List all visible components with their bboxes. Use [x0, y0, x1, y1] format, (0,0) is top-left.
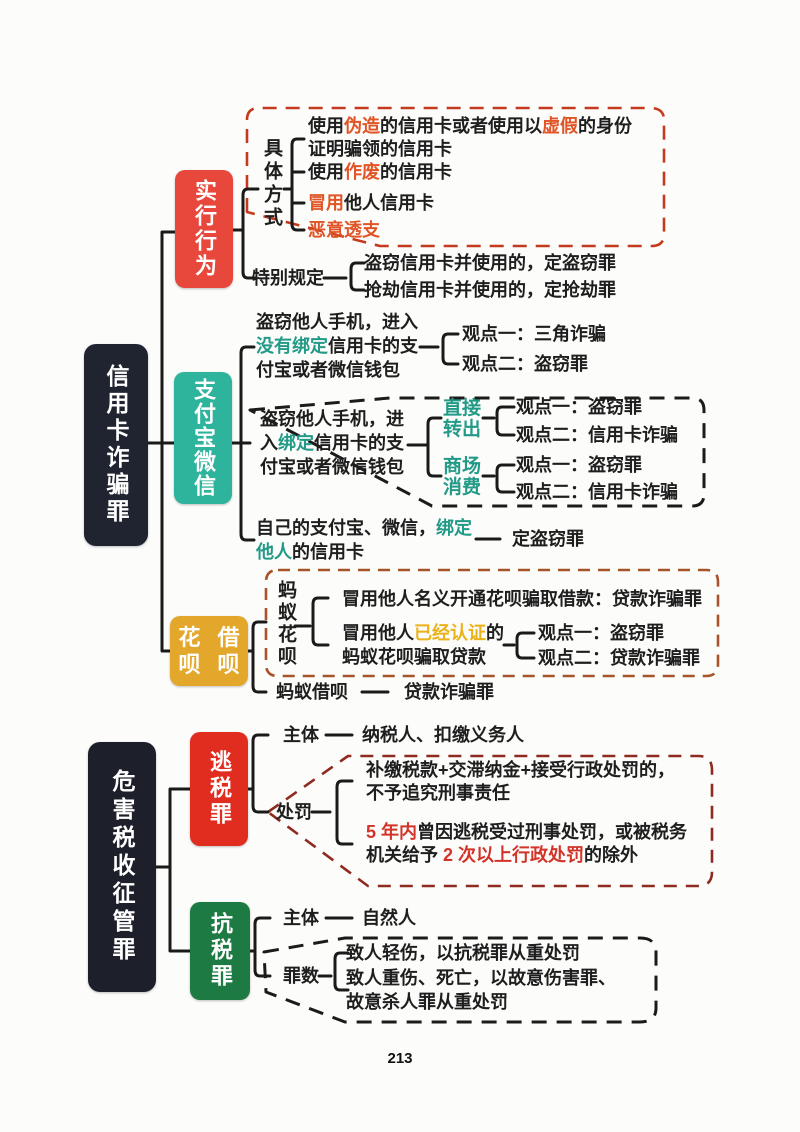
evasion-punish-label: 处罚 [276, 802, 312, 822]
case-unbound-text: 盗窃他人手机，进入没有绑定信用卡的支付宝或者微信钱包 [256, 312, 418, 380]
node-alipay-wechat: 支付宝微信 [174, 372, 232, 504]
evasion-subject-value: 纳税人、扣缴义务人 [362, 725, 524, 745]
punish-callout-box [266, 754, 714, 888]
label-special-rules: 特别规定 [252, 268, 324, 288]
shopping-view-1: 观点一：盗窃罪 [516, 455, 642, 475]
special-rule-1: 盗窃信用卡并使用的，定盗窃罪 [364, 253, 616, 273]
node-huabei-jiebei: 花呗借呗 [170, 616, 248, 686]
unbound-view-2: 观点二：盗窃罪 [462, 354, 588, 374]
node-tax-evasion: 逃税罪 [190, 732, 248, 846]
label-ant-jiebei: 蚂蚁借呗 [276, 682, 348, 702]
node-tax-crimes: 危害税收征管罪 [88, 742, 156, 992]
punish-rule-1: 补缴税款+交滞纳金+接受行政处罚的，不予追究刑事责任 [366, 760, 676, 803]
huabei-callout-box [264, 568, 720, 678]
huabei-item-2: 冒用他人已经认证的蚂蚁花呗骗取贷款 [342, 623, 504, 667]
case-own-account-text: 自己的支付宝、微信，绑定他人的信用卡 [256, 518, 472, 562]
methods-callout-box [245, 106, 666, 248]
page-number: 213 [387, 1050, 413, 1067]
counts-item-1: 致人轻伤，以抗税罪从重处罚 [346, 943, 580, 963]
case-bound-text: 盗窃他人手机，进入绑定信用卡的支付宝或者微信钱包 [260, 409, 404, 477]
evasion-subject-label: 主体 [283, 725, 319, 745]
huabei-view-2: 观点二：贷款诈骗罪 [538, 648, 700, 668]
own-account-verdict: 定盗窃罪 [512, 529, 584, 549]
method-item-4: 恶意透支 [308, 220, 380, 240]
punish-rule-2: 5 年内曾因逃税受过刑事处罚，或被税务机关给予 2 次以上行政处罚的除外 [366, 822, 688, 865]
label-mall-spending: 商场消费 [443, 456, 482, 498]
resist-subject-label: 主体 [283, 908, 319, 928]
node-conduct: 实行行为 [175, 170, 233, 288]
huabei-item-1: 冒用他人名义开通花呗骗取借款：贷款诈骗罪 [342, 589, 702, 609]
jiebei-verdict: 贷款诈骗罪 [404, 682, 494, 702]
special-rule-2: 抢劫信用卡并使用的，定抢劫罪 [364, 280, 616, 300]
resist-subject-value: 自然人 [362, 908, 416, 928]
method-item-3: 冒用他人信用卡 [308, 193, 434, 213]
unbound-view-1: 观点一：三角诈骗 [462, 324, 606, 344]
method-item-1: 使用伪造的信用卡或者使用以虚假的身份证明骗领的信用卡 [308, 116, 632, 159]
branch-connectors [146, 137, 536, 992]
shopping-view-2: 观点二：信用卡诈骗 [516, 482, 678, 502]
transfer-view-2: 观点二：信用卡诈骗 [516, 425, 678, 445]
label-concrete-methods: 具体方式 [261, 138, 282, 230]
node-tax-resistance: 抗税罪 [190, 902, 250, 1000]
counts-item-2: 致人重伤、死亡，以故意伤害罪、故意杀人罪从重处罚 [346, 968, 616, 1012]
bound-callout-box [248, 396, 706, 508]
label-ant-huabei: 蚂蚁花呗 [275, 580, 296, 668]
node-credit-card-fraud: 信用卡诈骗罪 [84, 344, 148, 546]
method-item-2: 使用作废的信用卡 [308, 162, 452, 182]
transfer-view-1: 观点一：盗窃罪 [516, 397, 642, 417]
huabei-view-1: 观点一：盗窃罪 [538, 623, 664, 643]
label-direct-transfer: 直接转出 [443, 398, 482, 440]
resist-counts-label: 罪数 [283, 966, 319, 986]
counts-callout-box [262, 936, 658, 1024]
